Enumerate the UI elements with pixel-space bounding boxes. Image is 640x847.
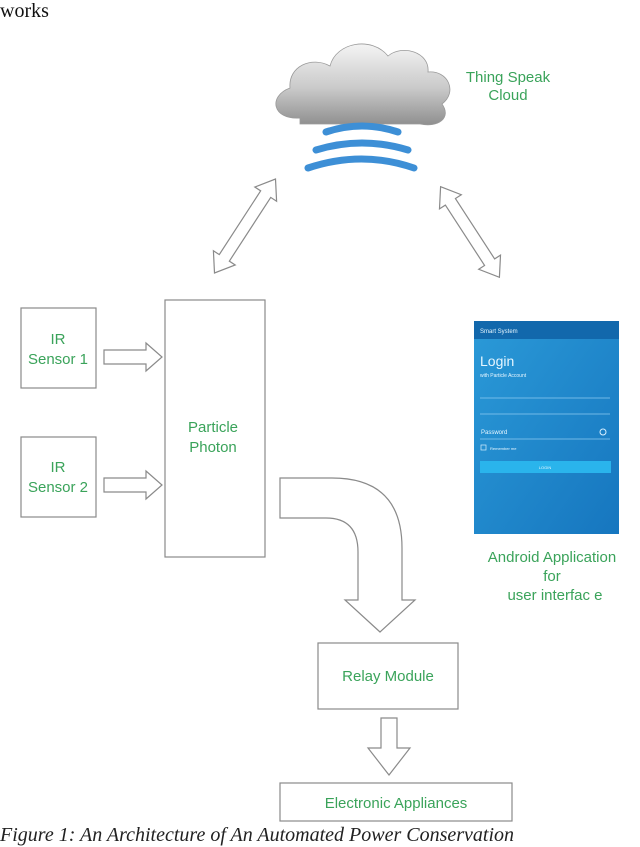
- android-label-line3: user interfac e: [507, 587, 602, 604]
- android-remember-label: Remember me: [490, 446, 517, 451]
- cloud-label-line2: Cloud: [488, 87, 527, 104]
- relay-module-box: [317, 642, 459, 710]
- figure-caption: Figure 1: An Architecture of An Automate…: [0, 824, 515, 846]
- ir-sensor-2-box: [20, 436, 97, 518]
- cloud-android-double-arrow: [438, 185, 502, 279]
- electronic-appliances-label: Electronic Appliances: [325, 795, 468, 812]
- ir-sensor-2-line2: Sensor 2: [28, 479, 88, 496]
- photon-to-relay-arrow: [279, 477, 417, 633]
- ir-sensor-1-box: [20, 307, 97, 389]
- wifi-waves-icon: [304, 122, 418, 172]
- cloud-icon: [275, 43, 451, 126]
- android-login-title: Login: [480, 353, 514, 369]
- android-label-line1: Android Application: [488, 549, 616, 566]
- cloud-photon-double-arrow: [212, 178, 278, 274]
- ir-sensor-1-line2: Sensor 1: [28, 351, 88, 368]
- photon-label-line2: Photon: [189, 439, 237, 456]
- android-password-label: Password: [481, 430, 507, 436]
- ir-sensor-1-line1: IR: [51, 331, 66, 348]
- android-app-screenshot: Smart System Login with Particle Account…: [474, 321, 619, 534]
- android-login-button: LOGIN: [539, 465, 552, 470]
- android-label-line2: for: [543, 568, 561, 585]
- header-text-fragment: works: [0, 0, 49, 22]
- cloud-label-line1: Thing Speak: [466, 69, 551, 86]
- particle-photon-box: [164, 299, 266, 558]
- sensor-2-to-photon-arrow: [103, 469, 163, 501]
- sensor-1-to-photon-arrow: [103, 341, 163, 373]
- electronic-appliances-box: [279, 782, 513, 822]
- photon-label-line1: Particle: [188, 419, 238, 436]
- android-login-subtitle: with Particle Account: [480, 373, 527, 379]
- relay-to-appliances-arrow: [366, 717, 412, 776]
- ir-sensor-2-line1: IR: [51, 459, 66, 476]
- relay-module-label: Relay Module: [342, 668, 434, 685]
- android-app-bar-title: Smart System: [480, 329, 518, 335]
